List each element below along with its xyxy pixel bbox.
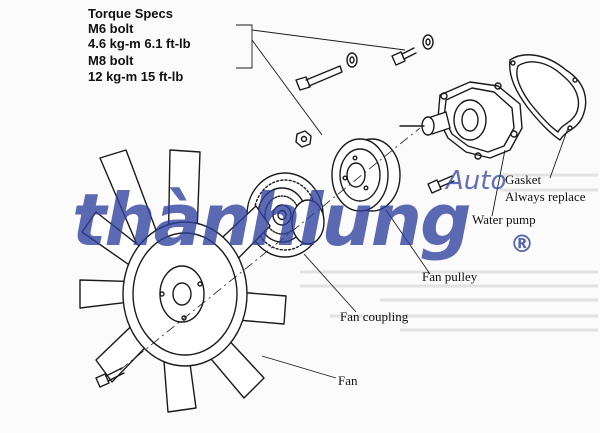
m6-bolt-pump	[427, 175, 455, 194]
m6-bolt-fan	[95, 367, 125, 388]
spec-leader-lines	[236, 24, 406, 136]
fan-label: Fan	[338, 373, 358, 388]
watermark-sub: Auto	[446, 166, 507, 196]
gasket-drawing	[509, 54, 587, 141]
m8-bolt-torque: 12 kg-m 15 ft-lb	[88, 69, 184, 84]
water-pump-drawing	[399, 81, 523, 160]
washer-top	[422, 34, 434, 50]
watermark-registered: ®	[510, 230, 534, 258]
m8-bolt-left	[295, 65, 343, 91]
fan-pulley-drawing	[331, 138, 401, 212]
always-replace-label: Always replace	[505, 189, 586, 204]
washer-left	[346, 52, 358, 68]
torque-specs-heading: Torque Specs	[88, 6, 174, 21]
fan-coupling-drawing	[246, 172, 325, 258]
nut-small	[295, 130, 312, 148]
water-pump-label: Water pump	[472, 212, 536, 227]
fan-pulley-label: Fan pulley	[422, 269, 478, 284]
m6-bolt-label: M6 bolt	[88, 21, 134, 36]
fan-coupling-label: Fan coupling	[340, 309, 409, 324]
centerline	[119, 127, 421, 371]
fan-drawing	[79, 149, 287, 413]
m6-bolt-top	[391, 47, 417, 66]
gasket-label: Gasket	[505, 172, 542, 187]
background-scan-lines	[300, 173, 598, 332]
m8-bolt-label: M8 bolt	[88, 53, 134, 68]
part-leader-lines	[261, 127, 569, 379]
watermark-brand: thànhlung	[72, 178, 472, 262]
m6-bolt-torque: 4.6 kg-m 6.1 ft-lb	[88, 36, 191, 51]
